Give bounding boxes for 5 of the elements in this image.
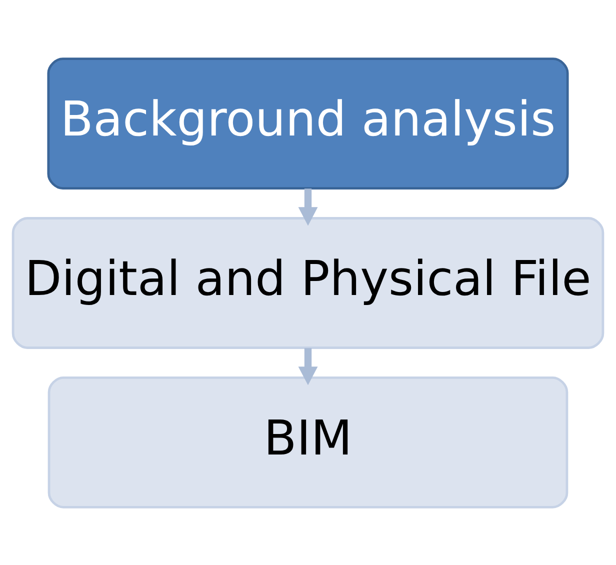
node-box: Digital and Physical File bbox=[12, 216, 604, 348]
arrow bbox=[298, 188, 318, 226]
arrow bbox=[298, 348, 318, 385]
node-box: Background analysis bbox=[47, 57, 569, 189]
node-box: BIM bbox=[48, 376, 568, 508]
